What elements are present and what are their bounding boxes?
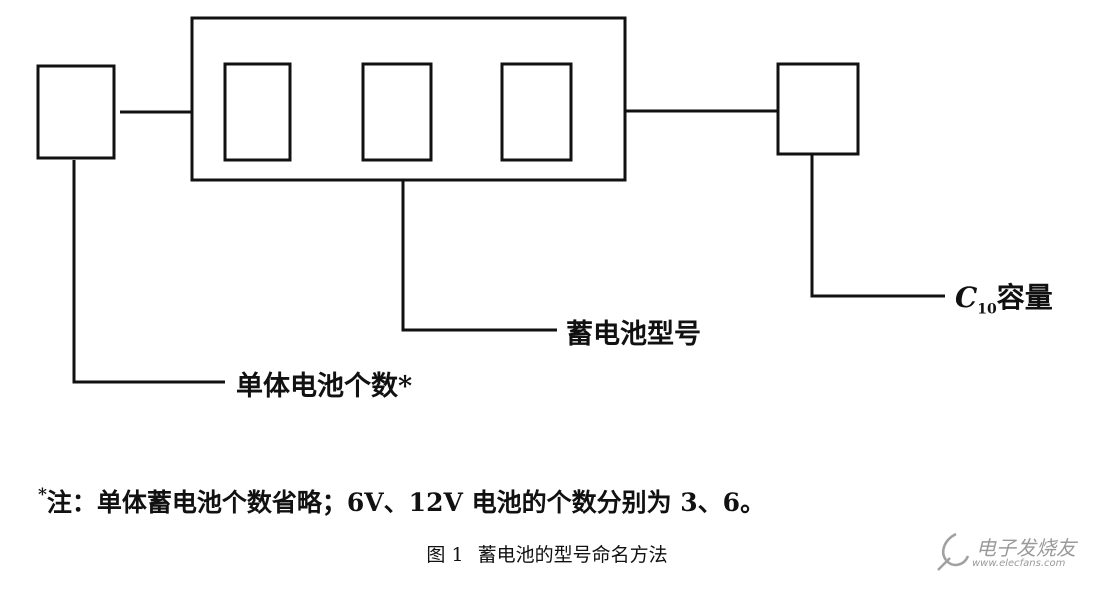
model-box-2: [361, 62, 433, 162]
watermark: 电子发烧友 www.elecfans.com: [932, 528, 1082, 578]
battery-model-label: 蓄电池型号: [566, 319, 701, 350]
capacity-box: [776, 62, 860, 156]
footnote-text: 注：单体蓄电池个数省略；6V、12V 电池的个数分别为 3、6。: [46, 488, 766, 517]
model-frame: [190, 16, 627, 182]
capacity-label: C10容量: [955, 276, 1053, 318]
watermark-url: www.elecfans.com: [972, 558, 1066, 569]
capacity-symbol: C: [955, 281, 978, 314]
leader-model: [401, 180, 557, 332]
model-box-3: [500, 62, 573, 162]
leader-capacity: [810, 154, 945, 298]
capacity-subscript: 10: [977, 301, 997, 318]
model-box-1: [223, 62, 292, 162]
watermark-logo-icon: [937, 532, 970, 571]
footnote: *注：单体蓄电池个数省略；6V、12V 电池的个数分别为 3、6。: [38, 483, 765, 519]
figure-number: 图 1: [426, 544, 464, 566]
figure-caption: 图 1 蓄电池的型号命名方法: [0, 540, 1094, 567]
cell-count-box: [36, 64, 116, 160]
watermark-name: 电子发烧友: [976, 536, 1076, 560]
cell-count-label: 单体电池个数*: [236, 371, 413, 402]
capacity-text: 容量: [996, 281, 1053, 314]
leader-cell-count: [72, 160, 225, 384]
figure-title: 蓄电池的型号命名方法: [477, 544, 668, 566]
footnote-asterisk: *: [38, 484, 47, 505]
